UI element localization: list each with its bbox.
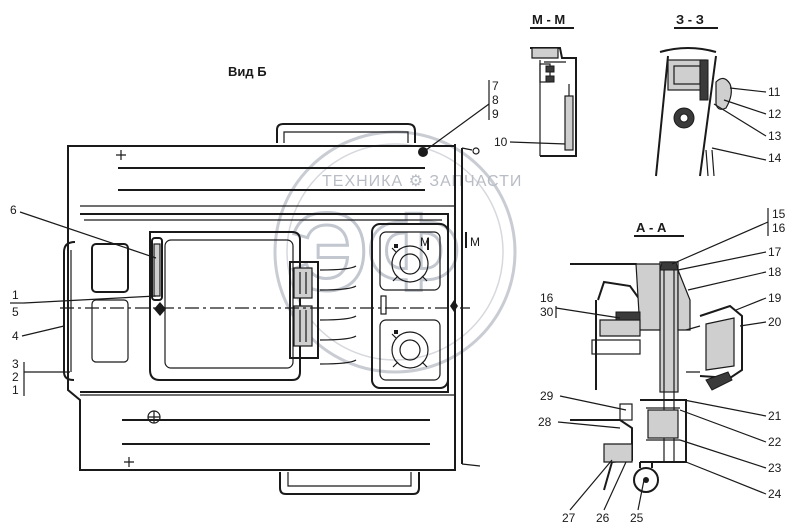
left-callouts: 6 1 5 4 3 2 1 — [10, 203, 157, 397]
section-zz-drawing: З - З 11 12 13 14 — [655, 12, 782, 177]
section-mark-m-lower: М — [470, 235, 480, 249]
watermark-text: ТЕХНИКА ⚙ ЗАПЧАСТИ — [322, 173, 522, 190]
label-23: 23 — [768, 461, 782, 475]
label-20: 20 — [768, 315, 782, 329]
section-mm-drawing: М - М — [530, 12, 577, 157]
top-callouts: 7 8 9 10 — [425, 79, 567, 151]
label-16-upper: 16 — [772, 221, 786, 235]
label-7: 7 — [492, 79, 499, 93]
section-mm-title: М - М — [532, 12, 565, 27]
label-3: 3 — [12, 357, 19, 371]
view-b-title: Вид Б — [228, 64, 267, 79]
section-zz-title: З - З — [676, 12, 704, 27]
label-5: 5 — [12, 305, 19, 319]
label-17: 17 — [768, 245, 782, 259]
label-14: 14 — [768, 151, 782, 165]
label-1-upper: 1 — [12, 288, 19, 302]
label-30: 30 — [540, 305, 554, 319]
label-11: 11 — [768, 85, 781, 99]
watermark-logo: ЭФ — [290, 191, 461, 314]
section-mark-m-upper: М — [420, 235, 430, 249]
label-28: 28 — [538, 415, 552, 429]
label-8: 8 — [492, 93, 499, 107]
label-2: 2 — [12, 370, 19, 384]
label-16-left: 16 — [540, 291, 554, 305]
label-1-lower: 1 — [12, 383, 19, 397]
label-24: 24 — [768, 487, 782, 501]
label-29: 29 — [540, 389, 554, 403]
label-21: 21 — [768, 409, 782, 423]
label-26: 26 — [596, 511, 610, 525]
label-4: 4 — [12, 329, 19, 343]
label-22: 22 — [768, 435, 782, 449]
label-12: 12 — [768, 107, 782, 121]
label-6: 6 — [10, 203, 17, 217]
label-27: 27 — [562, 511, 576, 525]
label-13: 13 — [768, 129, 782, 143]
label-19: 19 — [768, 291, 782, 305]
section-aa-title: А - А — [636, 220, 667, 235]
label-25: 25 — [630, 511, 644, 525]
label-10: 10 — [494, 135, 508, 149]
label-9: 9 — [492, 107, 499, 121]
label-15: 15 — [772, 207, 786, 221]
section-aa-drawing: А - А 15 16 17 — [538, 207, 786, 525]
label-18: 18 — [768, 265, 782, 279]
view-b-drawing: Вид Б — [60, 64, 481, 495]
